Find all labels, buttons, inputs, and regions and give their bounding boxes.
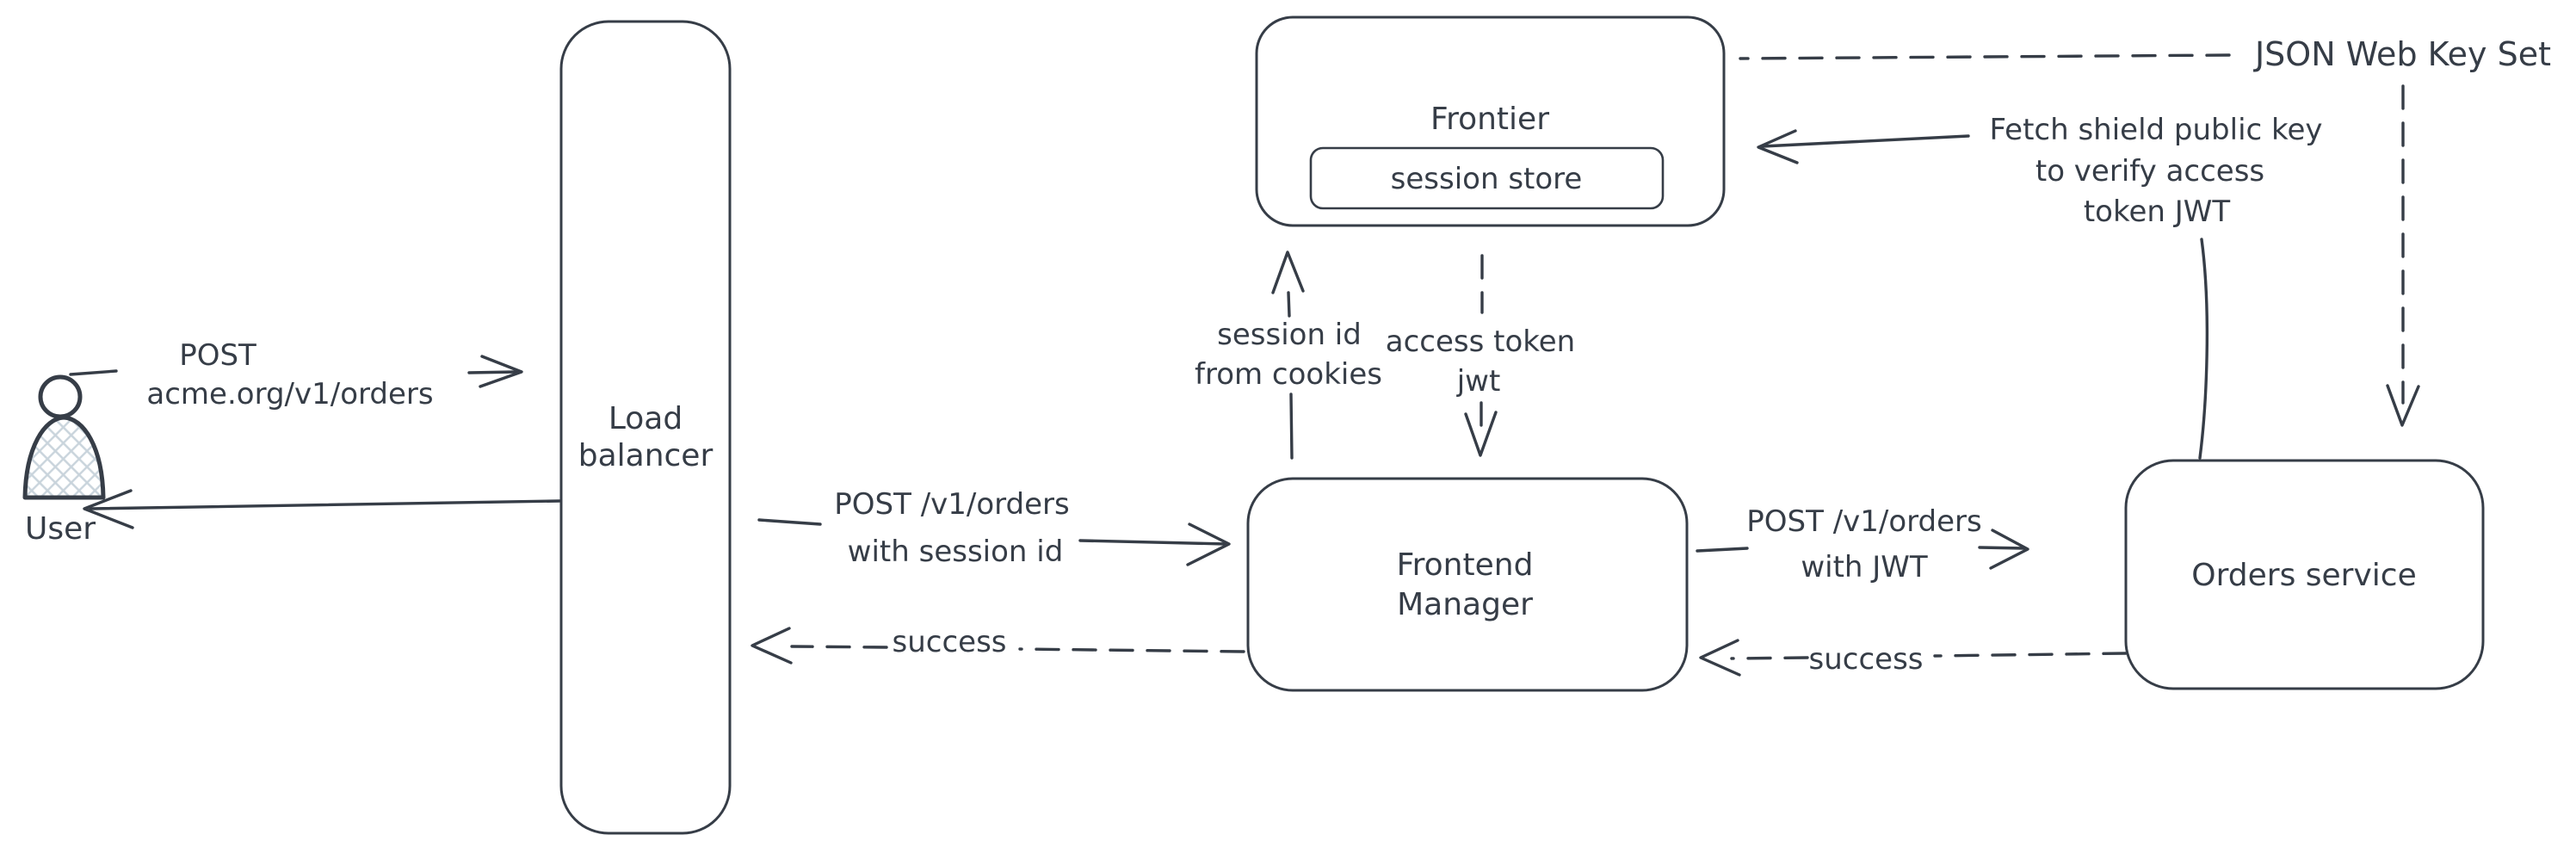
load-balancer-box bbox=[559, 20, 732, 835]
load-balancer-node: Load balancer bbox=[559, 20, 732, 835]
frontend-manager-node: Frontend Manager bbox=[1246, 477, 1689, 692]
arrow-fm-to-lb-success: success bbox=[751, 625, 1245, 665]
arrow-fm-to-lb-success-label: success bbox=[893, 625, 1007, 659]
arrow-fetch-label-line2: to verify access bbox=[2035, 154, 2264, 189]
arrow-user-to-lb-label-line1: POST bbox=[179, 338, 256, 373]
load-balancer-label-line1: Load bbox=[608, 401, 683, 436]
arrow-fm-to-orders-label-line2: with JWT bbox=[1801, 550, 1928, 584]
frontend-manager-label-line1: Frontend bbox=[1397, 547, 1534, 583]
frontend-manager-label-line2: Manager bbox=[1397, 587, 1533, 622]
arrow-lb-to-user bbox=[83, 489, 561, 529]
orders-service-label: Orders service bbox=[2191, 558, 2416, 593]
arrow-access-token-label-line1: access token bbox=[1386, 325, 1575, 359]
session-store-box bbox=[1309, 146, 1665, 210]
load-balancer-label-line2: balancer bbox=[578, 438, 713, 473]
arrow-session-id-label-line1: session id bbox=[1217, 318, 1362, 352]
arrow-fm-to-orders-label-line1: POST /v1/orders bbox=[1746, 504, 1981, 539]
user-head-icon bbox=[38, 374, 83, 419]
arrow-user-to-lb: POST acme.org/v1/orders bbox=[69, 338, 523, 411]
user-label: User bbox=[25, 511, 96, 547]
arrow-lb-to-fm: POST /v1/orders with session id bbox=[757, 487, 1231, 569]
arrow-orders-to-fm-success-label: success bbox=[1809, 642, 1924, 677]
user-body-icon bbox=[22, 415, 106, 500]
arrow-access-token: access token jwt bbox=[1386, 254, 1575, 457]
frontier-label: Frontier bbox=[1430, 102, 1549, 137]
arrow-orders-to-fm-success: success bbox=[1699, 639, 2128, 677]
user-icon: User bbox=[22, 374, 106, 547]
arrow-fetch-label-line3: token JWT bbox=[2084, 195, 2231, 229]
arrow-session-id: session id from cookies bbox=[1195, 250, 1382, 460]
frontend-manager-box bbox=[1246, 477, 1689, 692]
orders-service-box bbox=[2124, 459, 2485, 690]
arrow-fetch-public-key: Fetch shield public key to verify access… bbox=[1757, 113, 2323, 460]
arrow-access-token-label-line2: jwt bbox=[1456, 364, 1501, 399]
jwks-label: JSON Web Key Set bbox=[2253, 35, 2551, 73]
arrow-lb-to-fm-label-line1: POST /v1/orders bbox=[834, 487, 1069, 522]
arrow-fetch-label-line1: Fetch shield public key bbox=[1989, 113, 2322, 147]
arrow-session-id-label-line2: from cookies bbox=[1195, 357, 1382, 392]
jwks-dashed-line bbox=[1739, 53, 2231, 60]
jwks-group: JSON Web Key Set bbox=[1739, 35, 2551, 427]
session-store-label: session store bbox=[1391, 162, 1583, 196]
frontier-node: Frontier session store bbox=[1255, 15, 1726, 227]
orders-service-node: Orders service bbox=[2124, 459, 2485, 690]
jwks-down-arrowhead bbox=[2386, 384, 2420, 427]
arrow-lb-to-fm-label-line2: with session id bbox=[848, 535, 1064, 569]
arrow-fm-to-orders: POST /v1/orders with JWT bbox=[1696, 504, 2029, 584]
arrow-user-to-lb-label-line2: acme.org/v1/orders bbox=[146, 377, 433, 411]
